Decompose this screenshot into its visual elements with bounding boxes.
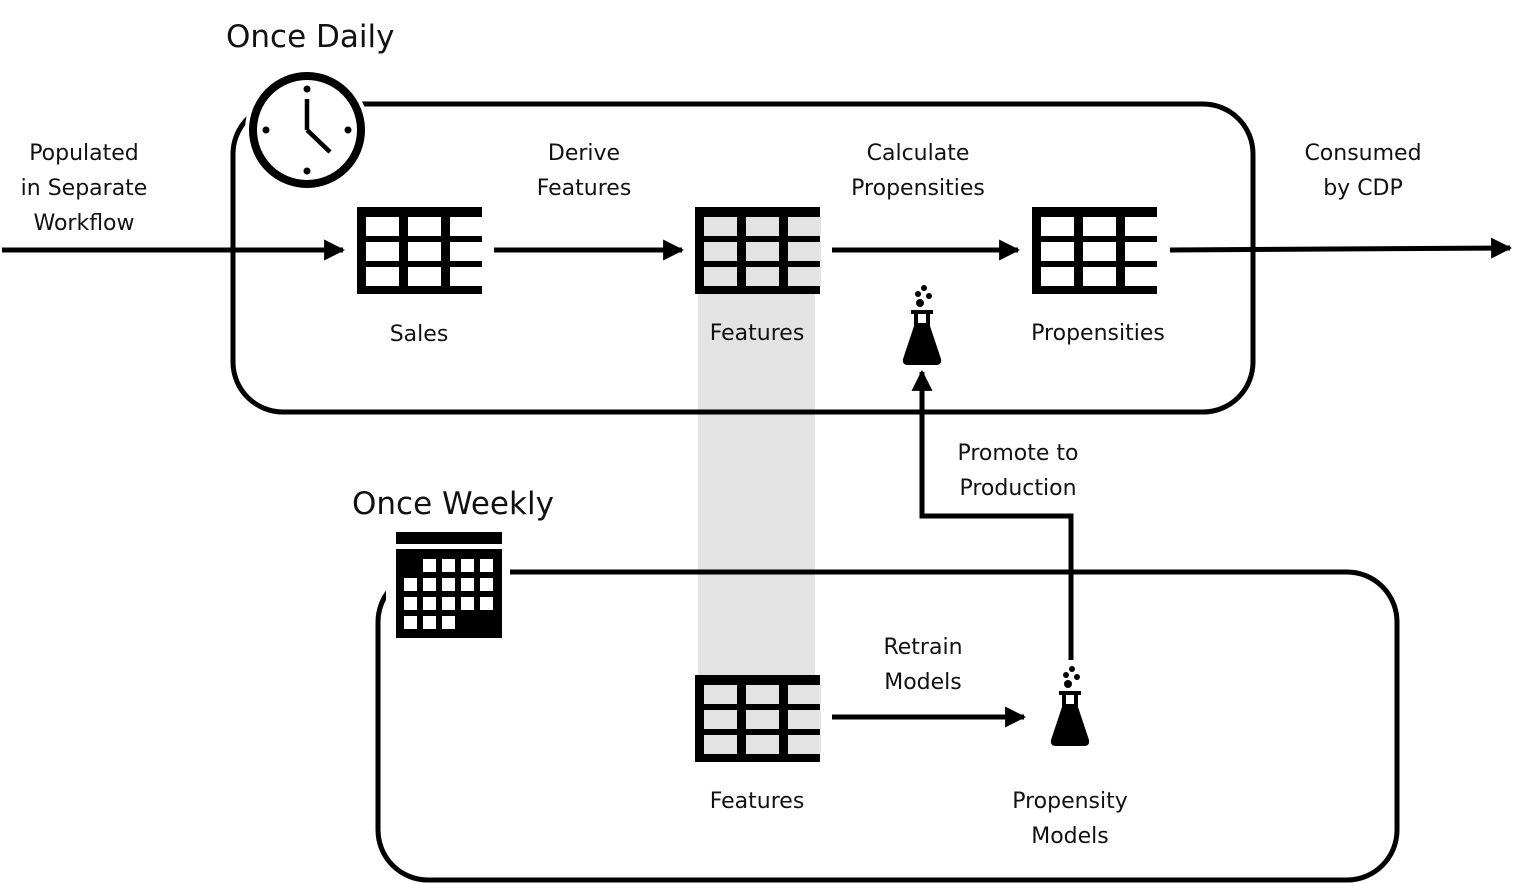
table-cell [366, 242, 399, 261]
calendar-day [404, 597, 417, 610]
flask-icon-daily [902, 285, 942, 365]
input-label-1: Populated [29, 141, 139, 166]
input-label-3: Workflow [33, 211, 134, 236]
table-cell [704, 267, 737, 286]
calendar-day [442, 578, 455, 591]
table-cell [746, 267, 779, 286]
features-weekly-table-icon [695, 675, 821, 762]
calendar-day [404, 616, 417, 629]
weekly-title: Once Weekly [352, 486, 554, 522]
sales-label: Sales [390, 322, 449, 347]
calc-label-1: Calculate [867, 141, 970, 166]
table-cell [704, 217, 737, 236]
table-cell [408, 217, 441, 236]
derive-label-2: Features [537, 176, 632, 201]
table-cell [450, 242, 483, 261]
calendar-day [423, 597, 436, 610]
table-cell [746, 735, 779, 754]
table-cell [746, 242, 779, 261]
propensities-label: Propensities [1031, 321, 1165, 346]
table-cell [788, 685, 821, 704]
table-cell [1125, 217, 1158, 236]
table-cell [366, 267, 399, 286]
table-cell [408, 267, 441, 286]
calendar-day [442, 616, 455, 629]
table-cell [788, 735, 821, 754]
table-cell [1041, 217, 1074, 236]
table-cell [704, 735, 737, 754]
retrain-label-2: Models [884, 670, 962, 695]
calendar-day [404, 578, 417, 591]
features-daily-label: Features [710, 321, 805, 346]
retrain-label-1: Retrain [883, 635, 962, 660]
input-label-2: in Separate [21, 176, 148, 201]
table-cell [1125, 242, 1158, 261]
table-cell [704, 685, 737, 704]
table-cell [788, 710, 821, 729]
table-cell [788, 267, 821, 286]
table-cell [450, 217, 483, 236]
calendar-day [423, 559, 436, 572]
propensities-table-icon [1032, 207, 1158, 294]
models-label-2: Models [1031, 824, 1109, 849]
features-weekly-label: Features [710, 789, 805, 814]
derive-label-1: Derive [548, 141, 620, 166]
calendar-day [442, 597, 455, 610]
table-cell [704, 242, 737, 261]
table-cell [788, 217, 821, 236]
table-cell [450, 267, 483, 286]
calendar-icon [386, 525, 510, 645]
flask-icon-weekly [1050, 666, 1090, 746]
calendar-day [480, 559, 493, 572]
arrow-propensities-to-cdp [1169, 237, 1513, 259]
promote-label-2: Production [959, 476, 1076, 501]
table-cell [1083, 217, 1116, 236]
table-cell [788, 242, 821, 261]
output-label-2: by CDP [1323, 176, 1403, 201]
calendar-day [461, 559, 474, 572]
sales-table-icon [357, 207, 483, 294]
calendar-day [461, 597, 474, 610]
table-cell [746, 217, 779, 236]
output-label-1: Consumed [1304, 141, 1421, 166]
shared-features-band [698, 293, 815, 675]
table-cell [1041, 267, 1074, 286]
features-daily-table-icon [695, 207, 821, 294]
arrow-promote-to-production [911, 369, 1074, 660]
models-label-1: Propensity [1012, 789, 1128, 814]
calendar-day [423, 616, 436, 629]
table-cell [704, 710, 737, 729]
table-cell [1041, 242, 1074, 261]
calendar-day [480, 578, 493, 591]
table-cell [1125, 267, 1158, 286]
calendar-day [442, 559, 455, 572]
calendar-day [461, 578, 474, 591]
clock-icon [245, 68, 369, 192]
promote-label-1: Promote to [957, 441, 1078, 466]
table-cell [408, 242, 441, 261]
daily-title: Once Daily [226, 19, 394, 55]
calc-label-2: Propensities [851, 176, 985, 201]
table-cell [1083, 267, 1116, 286]
daily-container [230, 101, 1256, 415]
weekly-container [375, 569, 1400, 883]
table-cell [746, 685, 779, 704]
calendar-day [480, 597, 493, 610]
table-cell [366, 217, 399, 236]
calendar-day [423, 578, 436, 591]
table-cell [746, 710, 779, 729]
table-cell [1083, 242, 1116, 261]
